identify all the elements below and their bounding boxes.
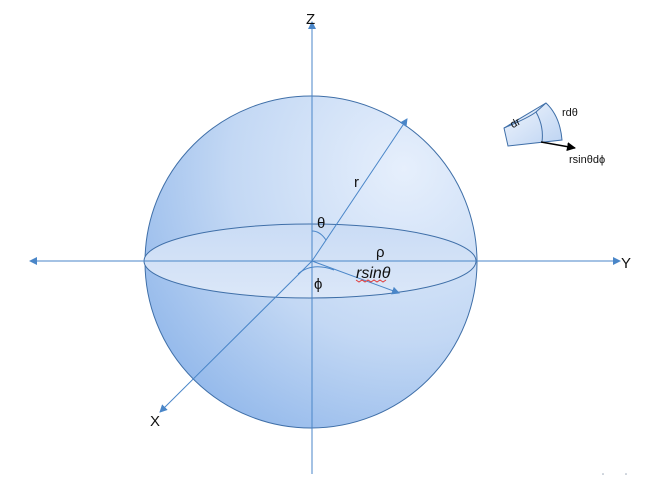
phi-arc [297,266,335,275]
volume-element [503,102,563,147]
theta-arc [311,230,327,241]
r-sin-theta-dphi-arrow [540,141,576,152]
rsin-theta-label: rsinθ [356,265,391,282]
volume-element-body [503,102,563,147]
rho-label: ρ [376,244,385,261]
r-dtheta-label: rdθ [562,107,578,119]
theta-label: θ [317,215,325,232]
phi-label: ϕ [314,276,322,293]
r-label: r [354,174,359,191]
corner-dot [602,473,604,475]
x-axis-label: X [150,413,160,430]
volume-element-top-edge [535,102,547,113]
corner-dot [625,473,627,475]
r-sin-theta-dphi-label: rsinθdϕ [569,154,605,166]
projection-vector [311,260,400,295]
z-axis-label: Z [306,11,315,28]
y-axis-label: Y [621,255,631,272]
radius-vector [311,118,408,262]
spellcheck-squiggle [355,279,387,283]
x-axis [159,260,313,413]
